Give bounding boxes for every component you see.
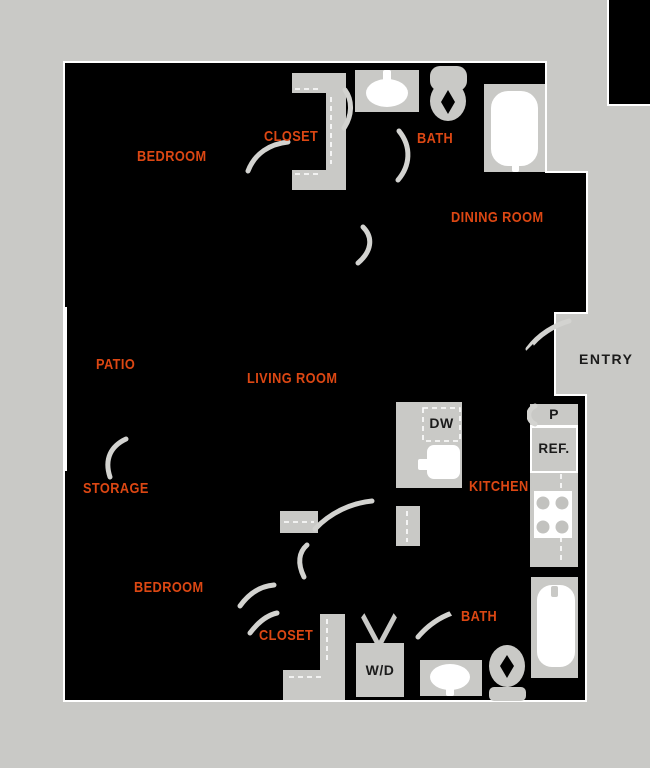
door-swing-arcs [105,87,572,640]
entry-door-swing-arc-icon [525,318,572,352]
label-washer-dryer: W/D [365,662,395,678]
bifold-door-icon [357,609,401,647]
storage-door-swing-arc-icon [105,436,129,480]
label-bath-1: BATH [417,130,454,147]
bath1-sink-icon [355,70,419,112]
closet2-door-swing-arc-icon [247,610,280,636]
kitchen-counter-left-icon [396,402,462,546]
bath2-toilet-icon [489,645,526,701]
bath1-toilet-icon [430,66,467,121]
label-living-room: LIVING ROOM [247,370,338,387]
label-closet-2: CLOSET [259,627,314,644]
hall-door-swing-arc-icon [341,87,353,131]
bath2-sink-icon [420,660,482,696]
label-entry: ENTRY [579,351,634,367]
refrigerator-icon [530,426,578,473]
pantry-door-swing-arc-icon [514,403,538,427]
bath2-door-swing-arc-icon [415,610,455,640]
label-bedroom-1: BEDROOM [137,148,207,165]
stove-icon [534,491,572,538]
hall3-door-swing-arc-icon [297,542,310,580]
label-pantry: P [549,406,559,422]
label-dishwasher: DW [429,415,454,431]
bedroom1-door-swing-arc-icon [245,139,291,174]
label-storage: STORAGE [83,480,149,497]
closet2-shelf-icon [283,614,345,700]
label-kitchen: KITCHEN [469,478,529,495]
label-closet-1: CLOSET [264,128,319,145]
closet1-shelf-icon [292,73,346,190]
unit-outline [63,61,588,702]
label-bedroom-2: BEDROOM [134,579,204,596]
label-refrigerator: REF. [538,441,570,456]
bath2-bathtub-icon [531,577,578,678]
dining-door-swing-arc-icon [355,224,373,266]
hall-closet-shelf-icon [280,511,318,533]
label-patio: PATIO [96,356,136,373]
adjacent-structure [607,0,650,106]
label-dining-room: DINING ROOM [451,209,544,226]
bedroom2-door-swing-arc-icon [237,582,277,609]
bath1-bathtub-icon [484,84,545,172]
bath1-door-swing-arc-icon [395,128,411,183]
washer-dryer-icon [356,643,404,697]
label-bath-2: BATH [461,608,498,625]
hall2-door-swing-arc-icon [312,498,375,532]
